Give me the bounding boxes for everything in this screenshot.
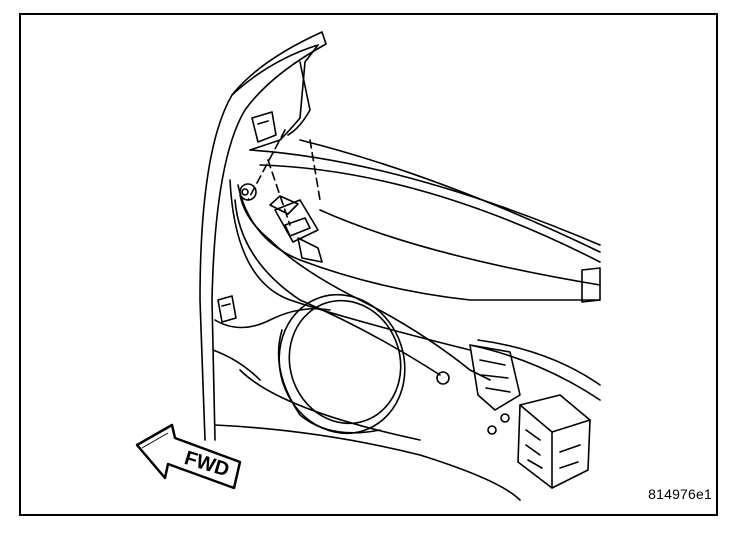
- inner-trim: [237, 184, 601, 301]
- retainer-clip: [217, 295, 237, 323]
- speaker-grille: [288, 299, 402, 425]
- mirror-bracket: [251, 111, 277, 143]
- lower-contour: [214, 369, 521, 501]
- figure-reference-id: 814976e1: [648, 486, 712, 502]
- door-control-module: [517, 394, 591, 489]
- switch-assembly: [269, 195, 323, 263]
- latch-mechanism: [436, 344, 521, 435]
- door-outer-edge: [199, 31, 327, 441]
- wire-harness: [239, 194, 491, 381]
- upper-sill: [249, 149, 601, 263]
- window-channel: [231, 44, 319, 151]
- armrest: [581, 267, 601, 303]
- fwd-arrow-icon: [135, 423, 242, 490]
